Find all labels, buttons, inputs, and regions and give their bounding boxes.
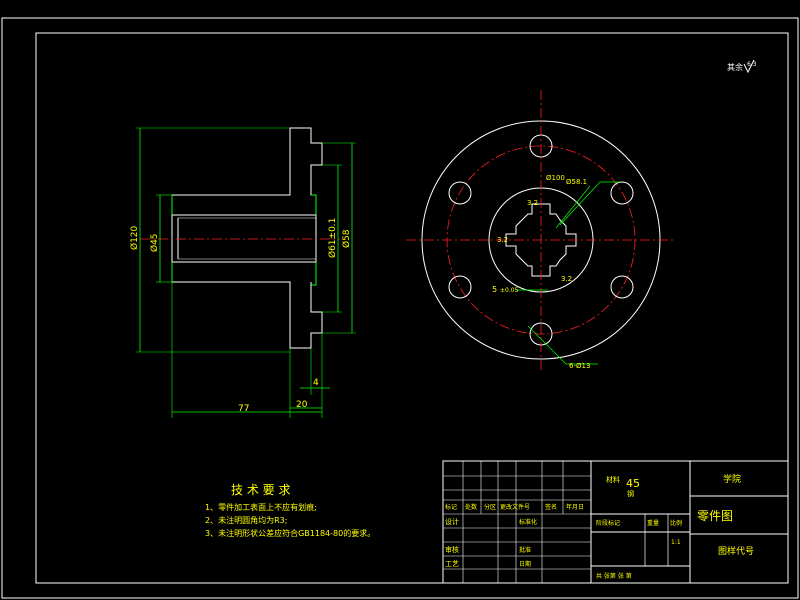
material-label: 材料 xyxy=(606,475,620,484)
label-pcd: Ø100 xyxy=(546,174,565,182)
tb-role: 审核 xyxy=(445,545,459,554)
inner-frame xyxy=(35,32,789,584)
scale-value: 1:1 xyxy=(671,539,681,546)
tb-role2: 标准化 xyxy=(519,518,537,526)
tech-requirements: 技 术 要 求 1、零件加工表面上不应有划痕; 2、未注明圆角均为R3; 3、未… xyxy=(205,483,375,538)
tb-role: 设计 xyxy=(445,517,459,526)
leader-pcd xyxy=(559,181,601,226)
part-name: 零件图 xyxy=(697,509,733,523)
tb-header: 年月日 xyxy=(566,503,584,511)
sheet-text: 共 张第 张 第 xyxy=(596,572,632,580)
school: 学院 xyxy=(723,473,741,485)
roughness-note: 其余 6.3 xyxy=(727,59,757,74)
leader-inner xyxy=(555,185,591,229)
front-view: Ø100 Ø58.1 6-Ø13 3.2 3.2 3.2 5 ±0.05 xyxy=(406,90,676,372)
side-view: Ø120 Ø45 Ø61±0.1 Ø58 77 20 4 xyxy=(129,127,356,418)
tech-req-title: 技 术 要 求 xyxy=(231,483,290,497)
tb-header: 分区 xyxy=(484,503,496,511)
tb-role2: 批准 xyxy=(519,546,531,554)
title-block-frame xyxy=(442,460,789,584)
spline-bore xyxy=(505,203,577,277)
dim-total-len: 77 xyxy=(238,404,249,414)
label-ra2: 3.2 xyxy=(497,236,508,244)
bolt-hole xyxy=(448,181,472,205)
leader-holes xyxy=(527,325,567,365)
dim-step-len: 4 xyxy=(313,378,319,388)
label-inner: Ø58.1 xyxy=(566,178,587,186)
dim-hub-dia: Ø61±0.1 xyxy=(327,218,338,258)
dim-bore-dia: Ø45 xyxy=(149,233,160,252)
section-lower xyxy=(171,261,323,349)
tech-req-item-1: 1、零件加工表面上不应有划痕; xyxy=(205,502,317,512)
stage-label: 阶段标记 xyxy=(596,519,620,527)
outline-top xyxy=(172,127,323,196)
tech-req-item-3: 3、未注明形状公差应符合GB1184-80的要求。 xyxy=(205,528,375,538)
tb-header: 更改文件号 xyxy=(500,503,530,511)
material-value: 45 xyxy=(626,477,640,490)
tb-role2: 日期 xyxy=(519,560,531,568)
weight-label: 重量 xyxy=(647,519,659,527)
tb-header: 签名 xyxy=(545,503,557,511)
drawing-number: 图样代号 xyxy=(718,545,754,557)
bolt-hole xyxy=(448,275,472,299)
label-key: 5 xyxy=(492,285,497,294)
section-upper xyxy=(171,127,323,216)
roughness-symbol-icon xyxy=(743,59,755,74)
tb-header: 标记 xyxy=(445,503,457,511)
label-key-tol: ±0.05 xyxy=(500,287,519,294)
dim-flange-len: 20 xyxy=(296,400,308,410)
scale-label: 比例 xyxy=(670,519,682,527)
label-holes: 6-Ø13 xyxy=(569,362,590,370)
bolt-hole xyxy=(610,181,634,205)
dim-outer-dia: Ø120 xyxy=(129,225,140,250)
tech-req-item-2: 2、未注明圆角均为R3; xyxy=(205,515,287,525)
tb-header: 处数 xyxy=(465,503,477,511)
dim-spigot-dia: Ø58 xyxy=(341,229,352,248)
label-ra3: 3.2 xyxy=(561,275,572,283)
bolt-hole xyxy=(610,275,634,299)
title-block: 标记 处数 分区 更改文件号 签名 年月日 设计 审核 工艺 标准化 批准 日期… xyxy=(442,460,789,584)
label-ra1: 3.2 xyxy=(527,199,538,207)
outer-frame xyxy=(1,17,799,599)
material-sub: 钢 xyxy=(627,489,634,498)
tb-role: 工艺 xyxy=(445,560,459,568)
outline-bottom xyxy=(172,281,323,349)
roughness-label: 其余 xyxy=(727,62,743,72)
